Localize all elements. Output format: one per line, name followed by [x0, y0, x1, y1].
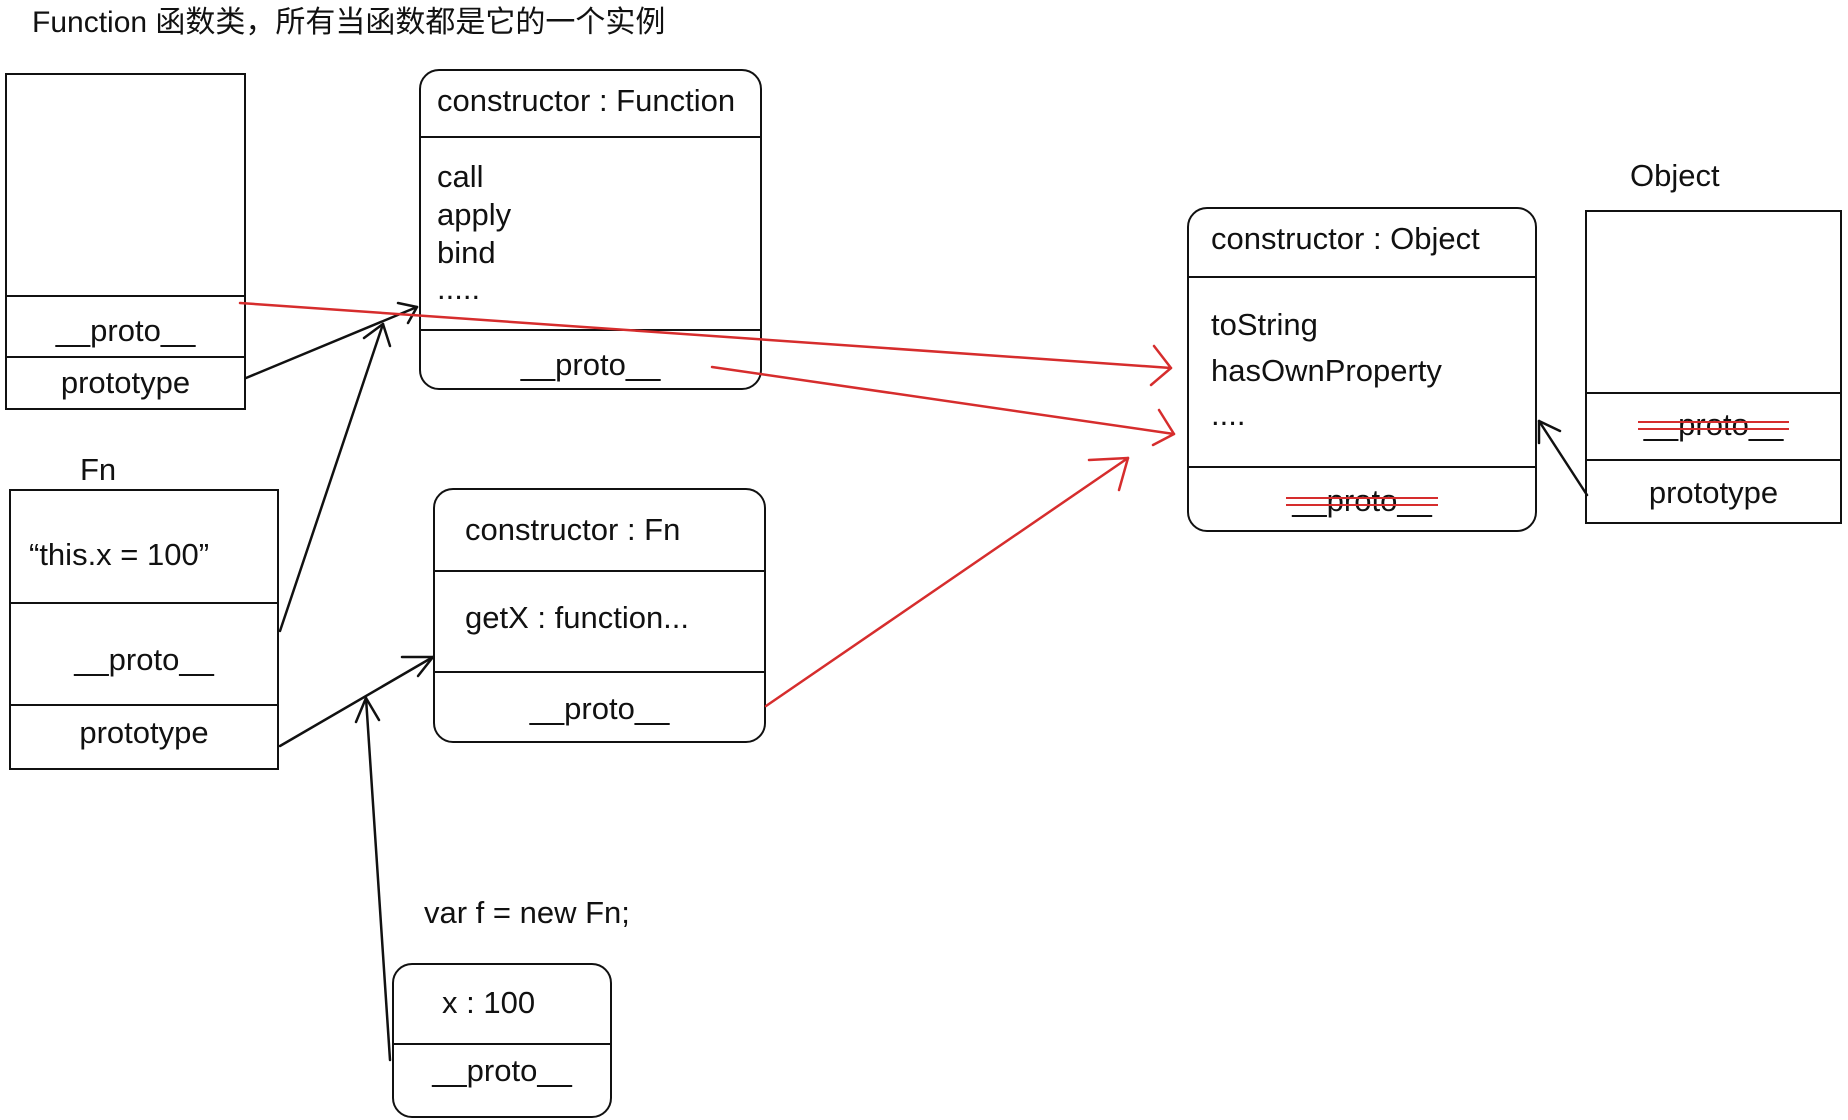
divider: [435, 570, 764, 572]
object-prototype-arrow: [1537, 419, 1589, 497]
fn-class-body: “this.x = 100”: [29, 537, 210, 572]
instance-proto-arrow: [354, 696, 392, 1062]
fn-class-label: Fn: [80, 452, 117, 487]
divider: [7, 356, 244, 358]
object-prototype-constructor: constructor : Object: [1211, 221, 1480, 256]
fn-prototype-box: constructor : Fn getX : function... __pr…: [433, 488, 766, 743]
divider: [11, 602, 277, 604]
divider: [421, 329, 760, 331]
method-bind: bind: [437, 235, 496, 270]
object-class-box: __proto__ prototype: [1585, 210, 1842, 524]
function-prototype-proto-arrow: [710, 365, 1176, 447]
divider: [394, 1043, 610, 1045]
function-class-proto: __proto__: [55, 313, 196, 348]
divider: [11, 704, 277, 706]
object-prototype-box: constructor : Object toString hasOwnProp…: [1187, 207, 1537, 532]
divider: [1189, 276, 1535, 278]
instance-prop: x : 100: [442, 985, 536, 1020]
instance-code: var f = new Fn;: [424, 895, 630, 930]
divider: [7, 295, 244, 297]
fn-prototype-proto: __proto__: [529, 691, 670, 726]
object-class-proto: __proto__: [1587, 409, 1840, 440]
object-class-label: Object: [1630, 158, 1720, 193]
function-prototype-arrow: [244, 301, 419, 380]
object-class-prototype: prototype: [1648, 475, 1779, 510]
function-class-prototype: prototype: [60, 365, 191, 400]
fn-prototype-method: getX : function...: [465, 600, 690, 635]
method-hasownproperty: hasOwnProperty: [1211, 353, 1442, 388]
divider: [1189, 466, 1535, 468]
instance-box: x : 100 __proto__: [392, 963, 612, 1118]
method-apply: apply: [437, 197, 512, 232]
instance-proto: __proto__: [432, 1053, 572, 1088]
fn-proto-arrow: [278, 322, 392, 633]
divider: [1587, 392, 1840, 394]
function-class-box: __proto__ prototype: [5, 73, 246, 410]
divider: [1587, 459, 1840, 461]
fn-prototype-arrow: [278, 655, 435, 748]
method-call: call: [437, 159, 484, 194]
fn-class-prototype: prototype: [79, 715, 209, 750]
method-ellipsis: ....: [1211, 397, 1246, 432]
fn-class-proto: __proto__: [74, 642, 214, 677]
strikethrough: __proto__: [1286, 483, 1438, 518]
function-prototype-proto: __proto__: [520, 347, 661, 382]
divider: [421, 136, 760, 138]
fn-class-box: “this.x = 100” __proto__ prototype: [9, 489, 279, 770]
method-ellipsis: .....: [437, 271, 481, 306]
fn-prototype-proto-arrow: [764, 456, 1130, 708]
method-tostring: toString: [1211, 307, 1318, 342]
function-prototype-box: constructor : Function call apply bind .…: [419, 69, 762, 390]
divider: [435, 671, 764, 673]
fn-prototype-constructor: constructor : Fn: [465, 512, 681, 547]
function-prototype-constructor: constructor : Function: [437, 83, 736, 118]
object-prototype-proto: __proto__: [1189, 485, 1535, 516]
diagram-title: Function 函数类，所有当函数都是它的一个实例: [32, 6, 666, 39]
strikethrough: __proto__: [1637, 407, 1789, 442]
